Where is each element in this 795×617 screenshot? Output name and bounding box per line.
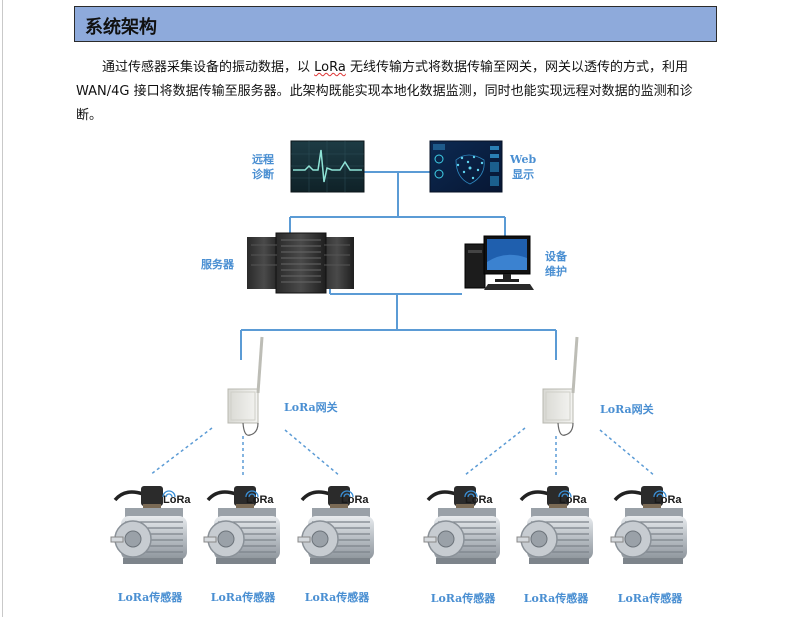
svg-text:LoRa: LoRa [559,494,587,506]
paragraph-part1: 通过传感器采集设备的振动数据，以 [102,60,315,75]
svg-text:LoRa: LoRa [341,494,369,506]
label-sensor-6: LoRa传感器 [617,592,683,605]
web-dashboard-image [429,140,503,193]
lora-logo-4: LoRa [464,490,493,506]
label-device-line2: 维护 [545,265,567,278]
label-device-maintenance: 设备 维护 [545,249,567,279]
label-web-line1: Web [510,153,537,166]
svg-text:LoRa: LoRa [654,494,682,506]
label-sensor-2: LoRa传感器 [210,591,276,604]
lora-gateway-left-image [226,335,264,437]
label-sensor-4: LoRa传感器 [430,592,496,605]
lora-logo-2: LoRa [245,490,274,506]
workstation-pc-image [464,235,534,290]
label-device-line1: 设备 [545,250,567,263]
label-sensor-5: LoRa传感器 [523,592,589,605]
server-rack-image [247,232,354,294]
label-sensor-3: LoRa传感器 [304,591,370,604]
section-heading-bar: 系统架构 [74,6,717,42]
label-gateway-right: LoRa网关 [600,403,654,416]
svg-text:LoRa: LoRa [163,494,191,506]
page-margin-rule [2,0,3,617]
ecg-monitor-image [290,140,365,193]
lora-gateway-right-image [541,335,579,437]
label-gateway-left: LoRa网关 [284,401,338,414]
label-remote-diagnosis: 远程 诊断 [252,152,274,182]
label-server: 服务器 [201,258,234,271]
paragraph-lora-word: LoRa [314,60,346,75]
paragraph-part2: 无线传输方式将数据传输至网关，网关以透传的方式，利用 WAN/4G 接口将数据传… [76,60,693,123]
intro-paragraph: 通过传感器采集设备的振动数据，以 LoRa 无线传输方式将数据传输至网关，网关以… [76,56,716,128]
label-web-display: Web 显示 [510,152,536,182]
network-connectors [240,171,557,360]
architecture-diagram: LoRa LoRa LoRa LoRa LoRa LoRa [109,140,689,566]
lora-logo-6: LoRa [653,490,682,506]
section-heading: 系统架构 [85,17,157,38]
lora-logo-3: LoRa [340,490,369,506]
lora-logo-5: LoRa [558,490,587,506]
label-remote-line2: 诊断 [252,168,274,181]
label-remote-line1: 远程 [252,153,274,166]
svg-text:LoRa: LoRa [465,494,493,506]
label-sensor-1: LoRa传感器 [117,591,183,604]
lora-logo-1: LoRa [162,490,191,506]
label-web-line2: 显示 [512,168,535,181]
wireless-links [149,427,656,477]
svg-text:LoRa: LoRa [246,494,274,506]
